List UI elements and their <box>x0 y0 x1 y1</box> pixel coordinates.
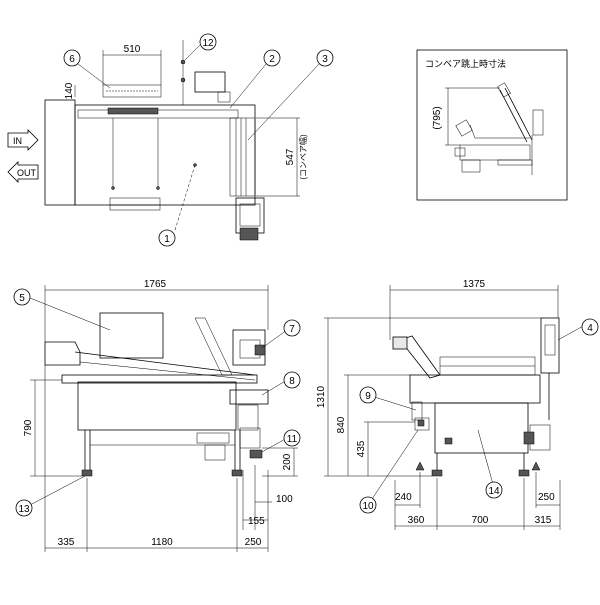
svg-text:7: 7 <box>289 324 295 335</box>
top-dim-547: 547 <box>285 148 296 165</box>
top-dim-547-note: (コンベア幅) <box>298 134 308 180</box>
svg-text:13: 13 <box>18 504 30 515</box>
side-dim-250: 250 <box>538 492 555 503</box>
side-dim-435: 435 <box>356 440 367 457</box>
front-hood <box>99 312 164 359</box>
front-dim-200: 200 <box>282 453 293 470</box>
callout-8: 8 <box>283 371 301 389</box>
callout-11: 11 <box>283 429 301 447</box>
side-dim-700: 700 <box>472 515 489 526</box>
front-conveyor <box>74 351 256 376</box>
side-view: 1375 1310 840 435 240 250 360 700 315 <box>316 279 586 530</box>
out-label: OUT <box>17 168 37 178</box>
callout-7: 7 <box>283 319 301 337</box>
callout-1: 1 <box>158 229 176 247</box>
front-dim-790: 790 <box>23 419 34 436</box>
top-main-body <box>74 104 256 206</box>
inset-title: コンベア跳上時寸法 <box>425 58 506 69</box>
side-dim-840: 840 <box>336 416 347 433</box>
front-dim-250: 250 <box>245 537 262 548</box>
svg-text:10: 10 <box>362 501 374 512</box>
callouts: 1 2 3 4 5 6 7 8 9 10 11 12 13 14 <box>13 33 599 517</box>
svg-text:12: 12 <box>202 38 214 49</box>
side-dim-315: 315 <box>535 515 552 526</box>
callout-4: 4 <box>581 318 599 336</box>
top-inlet-chute <box>44 99 76 206</box>
front-dim-1180: 1180 <box>151 537 173 548</box>
top-dim-510: 510 <box>124 44 141 55</box>
top-view: 510 140 547 (コンベア幅) IN OUT <box>7 40 320 241</box>
svg-text:6: 6 <box>69 54 75 65</box>
svg-text:2: 2 <box>269 54 275 65</box>
in-arrow <box>7 129 39 151</box>
top-dim-140: 140 <box>64 82 75 99</box>
side-dim-240: 240 <box>395 492 412 503</box>
in-label: IN <box>13 136 22 146</box>
front-dim-1765: 1765 <box>144 279 167 290</box>
inset-view: コンベア跳上時寸法 (795) <box>416 49 568 201</box>
side-dim-1310: 1310 <box>316 385 327 408</box>
callout-5: 5 <box>13 288 31 306</box>
inset-frame <box>416 49 568 201</box>
svg-text:5: 5 <box>19 293 25 304</box>
callout-2: 2 <box>263 49 281 67</box>
callout-6: 6 <box>63 49 81 67</box>
callout-14: 14 <box>485 481 503 499</box>
front-tank <box>77 381 237 431</box>
side-dim-1375: 1375 <box>463 279 486 290</box>
callout-10: 10 <box>359 496 377 514</box>
callout-9: 9 <box>359 386 377 404</box>
svg-text:1: 1 <box>164 234 170 245</box>
callout-3: 3 <box>316 49 334 67</box>
top-motor-box <box>194 71 226 93</box>
svg-text:3: 3 <box>322 54 328 65</box>
out-arrow <box>7 161 39 183</box>
front-dim-155: 155 <box>248 516 265 527</box>
front-dim-335: 335 <box>58 537 75 548</box>
side-tank <box>434 402 529 454</box>
svg-text:4: 4 <box>587 323 593 334</box>
callout-13: 13 <box>15 499 33 517</box>
inset-body <box>459 144 531 161</box>
front-dim-100: 100 <box>276 494 293 505</box>
svg-text:14: 14 <box>488 486 500 497</box>
svg-text:11: 11 <box>287 434 298 445</box>
inset-conveyor-raised <box>499 89 528 143</box>
side-control-panel <box>540 317 560 374</box>
side-dim-360: 360 <box>408 515 425 526</box>
inset-dim-795: (795) <box>432 106 443 129</box>
front-view: 1765 790 200 100 155 335 1180 250 <box>23 279 298 552</box>
callout-12: 12 <box>199 33 217 51</box>
svg-text:9: 9 <box>365 391 371 402</box>
top-rack <box>102 84 162 98</box>
svg-text:8: 8 <box>289 376 295 387</box>
